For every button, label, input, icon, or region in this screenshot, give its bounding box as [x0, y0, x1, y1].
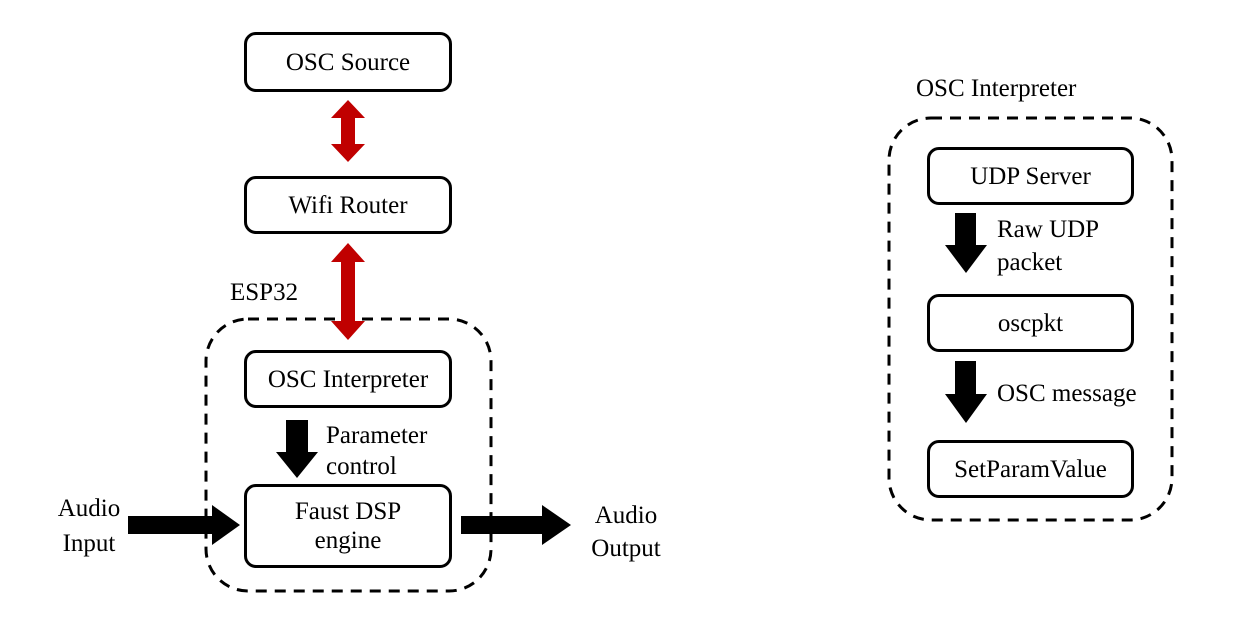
osc-interpreter-container	[887, 116, 1174, 522]
oscpkt-label: oscpkt	[997, 309, 1064, 337]
right-arrow-audio-input	[128, 505, 240, 545]
set-param-value-box: SetParamValue	[927, 440, 1134, 498]
red-double-arrow-source-router	[331, 100, 365, 162]
udp-server-box: UDP Server	[927, 147, 1134, 205]
wifi-router-label: Wifi Router	[288, 191, 408, 219]
osc-message-label: OSC message	[997, 380, 1137, 407]
wifi-router-box: Wifi Router	[244, 176, 452, 234]
audio-output-label-line1: Audio	[594, 502, 658, 529]
parameter-control-label-line2: control	[326, 453, 397, 480]
esp32-label: ESP32	[230, 279, 299, 306]
osc-source-label: OSC Source	[285, 48, 411, 76]
osc-interpreter-group-label: OSC Interpreter	[916, 75, 1077, 102]
audio-output-label-line2: Output	[591, 535, 661, 562]
udp-server-label: UDP Server	[970, 162, 1091, 190]
osc-interpreter-label: OSC Interpreter	[267, 365, 429, 393]
raw-udp-label-line1: Raw UDP	[997, 216, 1100, 243]
red-double-arrow-router-interpreter	[331, 243, 365, 340]
faust-line1: Faust DSP	[294, 498, 402, 525]
down-arrow-raw-udp	[945, 213, 987, 273]
faust-dsp-engine-box: Faust DSP engine	[244, 484, 452, 568]
down-arrow-parameter-control	[276, 420, 318, 478]
osc-source-box: OSC Source	[244, 32, 452, 92]
parameter-control-label-line1: Parameter	[326, 422, 428, 449]
oscpkt-box: oscpkt	[927, 294, 1134, 352]
audio-input-label-line2: Input	[62, 530, 116, 557]
audio-input-label-line1: Audio	[57, 495, 121, 522]
right-arrow-audio-output	[461, 505, 571, 545]
down-arrow-osc-message	[945, 361, 987, 423]
faust-line2: engine	[314, 527, 382, 554]
raw-udp-label-line2: packet	[997, 249, 1063, 276]
set-param-value-label: SetParamValue	[954, 455, 1107, 483]
osc-interpreter-box: OSC Interpreter	[244, 350, 452, 408]
